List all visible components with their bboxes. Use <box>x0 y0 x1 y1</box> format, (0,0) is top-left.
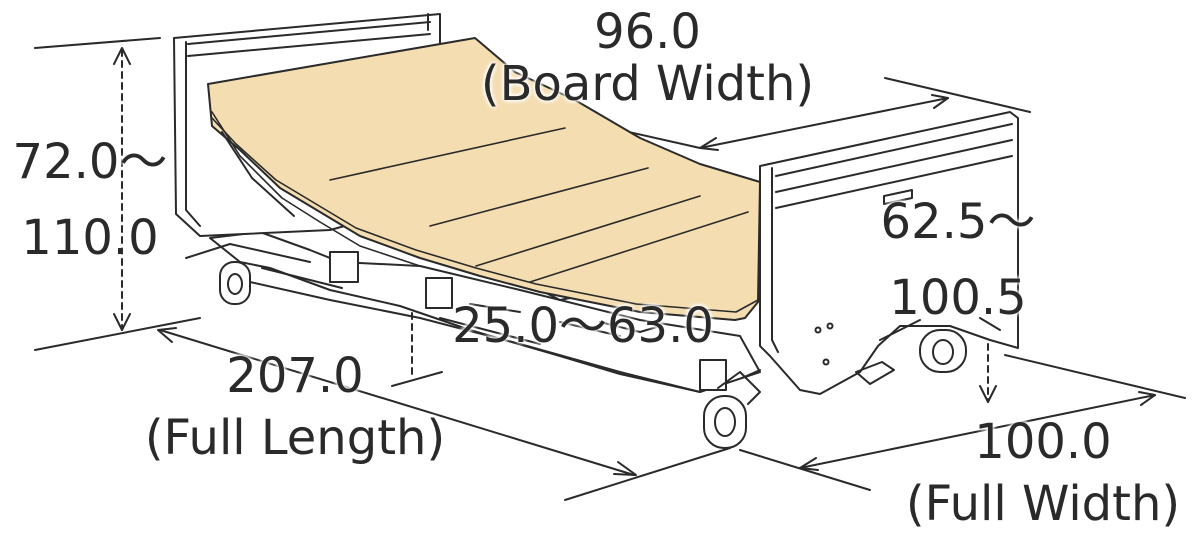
mattress <box>207 37 761 321</box>
board-width-value: 96.0 <box>594 4 701 60</box>
foot-board <box>759 111 1019 395</box>
board-width-label: 96.0 (Board Width) <box>470 8 825 108</box>
full-width-value: 100.0 <box>974 414 1112 470</box>
full-width-label: 100.0 (Full Width) <box>893 418 1193 528</box>
full-length-value: 207.0 <box>226 348 364 404</box>
full-length-label: 207.0 (Full Length) <box>140 352 450 462</box>
head-height-min: 72.0～ <box>12 134 168 190</box>
foot-height-max: 100.5 <box>889 270 1027 326</box>
head-height-max: 110.0 <box>21 210 159 266</box>
full-width-caption: (Full Width) <box>905 476 1181 532</box>
deck-height-label: 25.0～63.0 <box>438 302 728 350</box>
board-width-caption: (Board Width) <box>480 56 815 112</box>
foot-height-label: 62.5～ 100.5 <box>868 198 1048 322</box>
full-length-caption: (Full Length) <box>144 410 446 466</box>
head-height-label: 72.0～ 110.0 <box>0 138 180 262</box>
casters <box>219 261 967 449</box>
dimension-lines <box>34 37 1186 501</box>
deck-height-value: 25.0～63.0 <box>452 298 714 354</box>
caster-head-left <box>219 261 251 305</box>
caster-front-left <box>703 369 761 449</box>
caster-foot-right <box>919 329 967 373</box>
foot-height-min: 62.5～ <box>880 194 1036 250</box>
bed-base <box>185 195 761 393</box>
